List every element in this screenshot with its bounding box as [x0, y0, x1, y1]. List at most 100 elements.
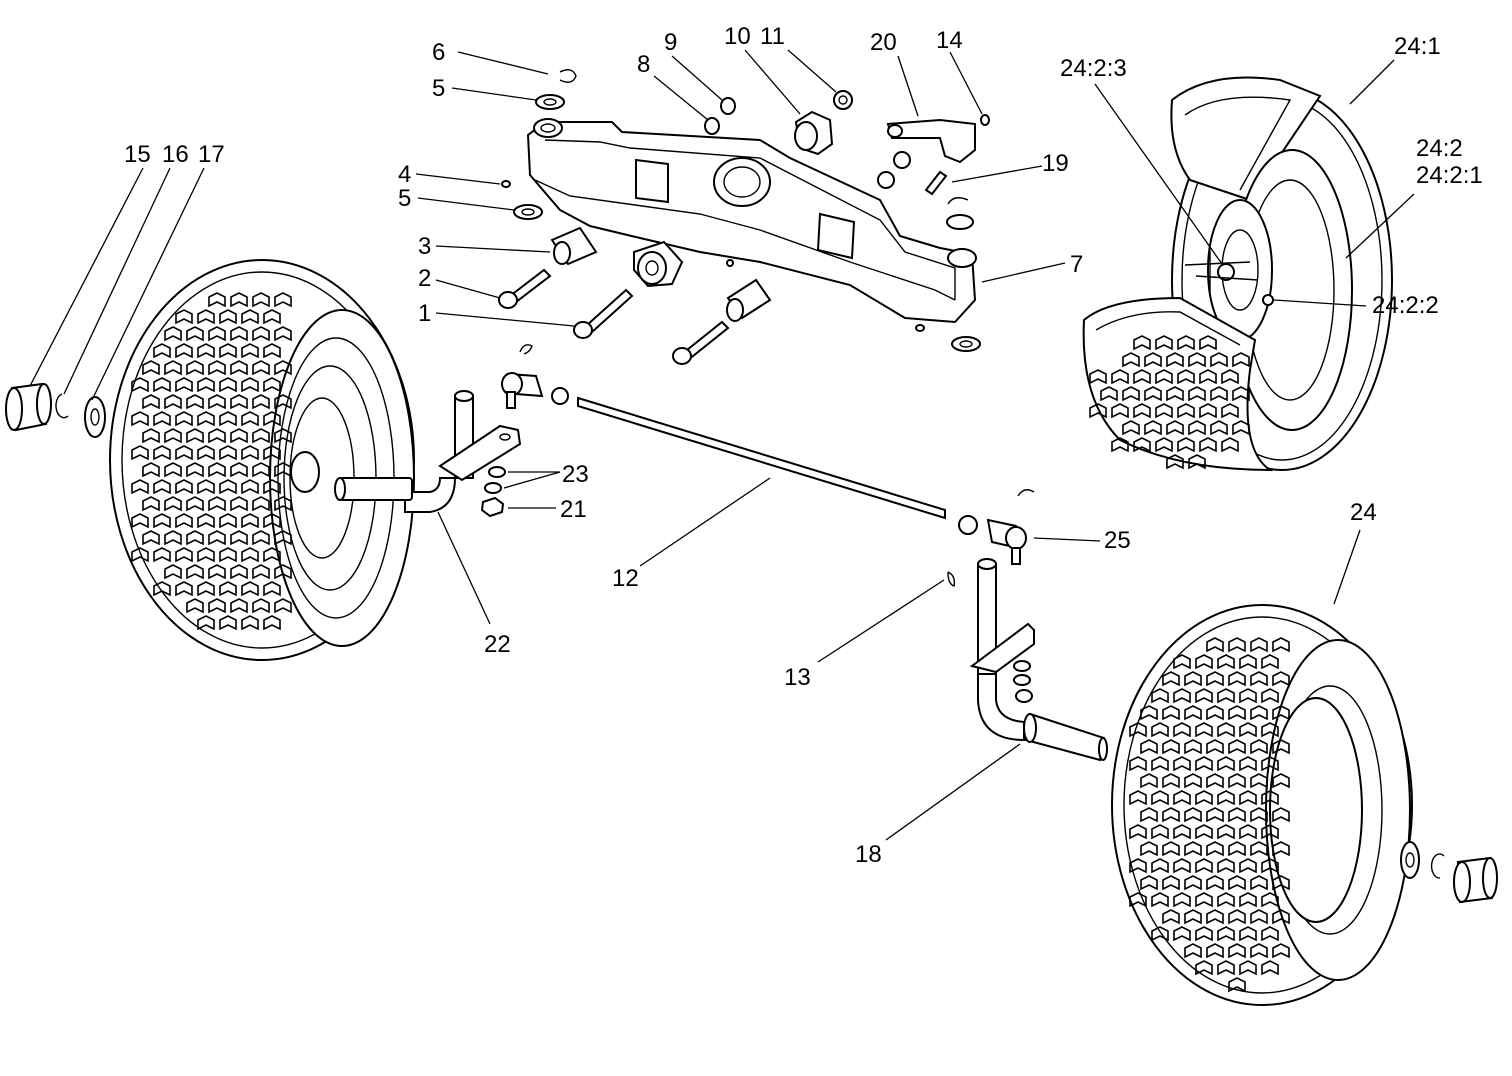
- tread-block: [241, 309, 259, 325]
- tread-block: [1173, 824, 1191, 840]
- tread-block: [1228, 739, 1246, 755]
- tread-block: [1162, 841, 1180, 857]
- tread-block: [1151, 824, 1169, 840]
- tread-block: [1199, 437, 1217, 453]
- tread-block: [1162, 875, 1180, 891]
- tread-block: [263, 411, 281, 427]
- tread-block: [1173, 892, 1191, 908]
- label-4: 4: [398, 161, 411, 188]
- tread-block: [230, 564, 248, 580]
- tread-block: [1188, 386, 1206, 402]
- tread-block: [1272, 637, 1290, 653]
- tread-block: [1210, 352, 1228, 368]
- tread-block: [197, 343, 215, 359]
- tread-block: [1184, 841, 1202, 857]
- tread-block: [1129, 892, 1147, 908]
- tread-block: [175, 343, 193, 359]
- tread-block: [208, 394, 226, 410]
- tread-block: [219, 309, 237, 325]
- tread-block: [1177, 403, 1195, 419]
- tread-block: [230, 428, 248, 444]
- tread-block: [1261, 790, 1279, 806]
- tread-block: [1195, 892, 1213, 908]
- tread-block: [1140, 807, 1158, 823]
- label-10: 10: [724, 23, 751, 50]
- tread-block: [1250, 671, 1268, 687]
- tread-block: [1133, 437, 1151, 453]
- tread-block: [1144, 352, 1162, 368]
- tread-block: [1206, 875, 1224, 891]
- tread-block: [197, 309, 215, 325]
- tread-block: [1177, 369, 1195, 385]
- tread-block: [219, 377, 237, 393]
- tread-block: [1250, 739, 1268, 755]
- tread-block: [1144, 420, 1162, 436]
- label-24-2-2: 24:2:2: [1372, 292, 1439, 319]
- tread-block: [197, 547, 215, 563]
- tread-block: [1199, 335, 1217, 351]
- tread-block: [1217, 756, 1235, 772]
- tread-block: [1272, 943, 1290, 959]
- label-12: 12: [612, 565, 639, 592]
- tread-block: [1129, 858, 1147, 874]
- tread-block: [186, 394, 204, 410]
- tread-block: [186, 530, 204, 546]
- tread-block: [1122, 420, 1140, 436]
- label-5-upper: 5: [432, 75, 445, 102]
- tread-block: [1195, 790, 1213, 806]
- tread-block: [1155, 369, 1173, 385]
- tread-block: [197, 377, 215, 393]
- tread-block: [1239, 824, 1257, 840]
- tread-block: [274, 326, 292, 342]
- tread-block: [1151, 790, 1169, 806]
- leader-lines: [29, 49, 1415, 841]
- label-24-1: 24:1: [1394, 33, 1441, 60]
- label-16: 16: [162, 141, 189, 168]
- label-25: 25: [1104, 527, 1131, 554]
- tread-block: [219, 479, 237, 495]
- tread-block: [175, 513, 193, 529]
- tread-block: [175, 479, 193, 495]
- tread-block: [1089, 369, 1107, 385]
- tread-block: [252, 394, 270, 410]
- tread-block: [1151, 892, 1169, 908]
- tread-block: [197, 411, 215, 427]
- tie-rod-assembly: [501, 344, 1035, 565]
- tread-block: [1173, 688, 1191, 704]
- tread-block: [1184, 807, 1202, 823]
- tread-block: [1228, 909, 1246, 925]
- tread-block: [1250, 943, 1268, 959]
- tread-block: [175, 377, 193, 393]
- tread-block: [131, 377, 149, 393]
- tread-block: [131, 513, 149, 529]
- tread-block: [186, 326, 204, 342]
- tread-block: [1151, 722, 1169, 738]
- tread-block: [1221, 437, 1239, 453]
- tread-block: [1166, 454, 1184, 470]
- tread-block: [1184, 943, 1202, 959]
- tread-block: [1199, 369, 1217, 385]
- tread-block: [230, 326, 248, 342]
- tread-block: [219, 581, 237, 597]
- label-24: 24: [1350, 499, 1377, 526]
- tread-block: [1221, 369, 1239, 385]
- tread-block: [1133, 335, 1151, 351]
- tread-block: [1140, 739, 1158, 755]
- label-17: 17: [198, 141, 225, 168]
- tread-block: [1173, 790, 1191, 806]
- tread-block: [1195, 960, 1213, 976]
- tread-block: [175, 547, 193, 563]
- tread-block: [1195, 824, 1213, 840]
- tread-block: [274, 564, 292, 580]
- tread-block: [1184, 773, 1202, 789]
- tread-block: [230, 598, 248, 614]
- tread-block: [1151, 688, 1169, 704]
- tread-block: [1133, 369, 1151, 385]
- tread-block: [1199, 403, 1217, 419]
- tread-block: [1250, 807, 1268, 823]
- tread-block: [1228, 875, 1246, 891]
- tread-block: [1228, 841, 1246, 857]
- tread-block: [175, 581, 193, 597]
- tread-block: [164, 564, 182, 580]
